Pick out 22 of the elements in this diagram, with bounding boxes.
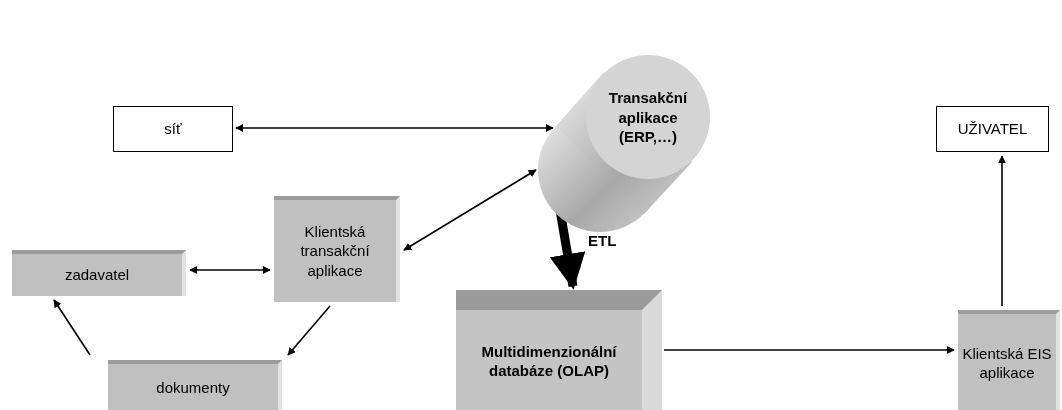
- node-label: Klientská transakční aplikace: [299, 221, 371, 281]
- node-label: Multidimenzionální databáze (OLAP): [480, 341, 618, 381]
- arrow: [53, 299, 91, 356]
- arrow: [287, 305, 331, 356]
- cube-box: [456, 290, 662, 410]
- bevel-box: [958, 310, 1060, 410]
- arrow: [235, 124, 554, 132]
- text-box: [936, 106, 1049, 152]
- arrow: [403, 169, 537, 251]
- node-label: zadavatel: [64, 265, 130, 285]
- node-label: Transakční aplikace (ERP,…): [607, 88, 689, 147]
- text-box: [113, 106, 233, 152]
- node-label: Klientská EIS aplikace: [962, 343, 1052, 383]
- node-label: UŽIVATEL: [957, 119, 1028, 139]
- node-label: síť: [164, 119, 182, 139]
- bevel-box: [108, 360, 282, 410]
- arrow: [189, 266, 271, 274]
- bevel-box: [274, 196, 400, 302]
- bevel-box: [12, 250, 186, 296]
- arrow: [998, 155, 1006, 307]
- node-label: dokumenty: [156, 378, 230, 398]
- arrow: [663, 346, 955, 354]
